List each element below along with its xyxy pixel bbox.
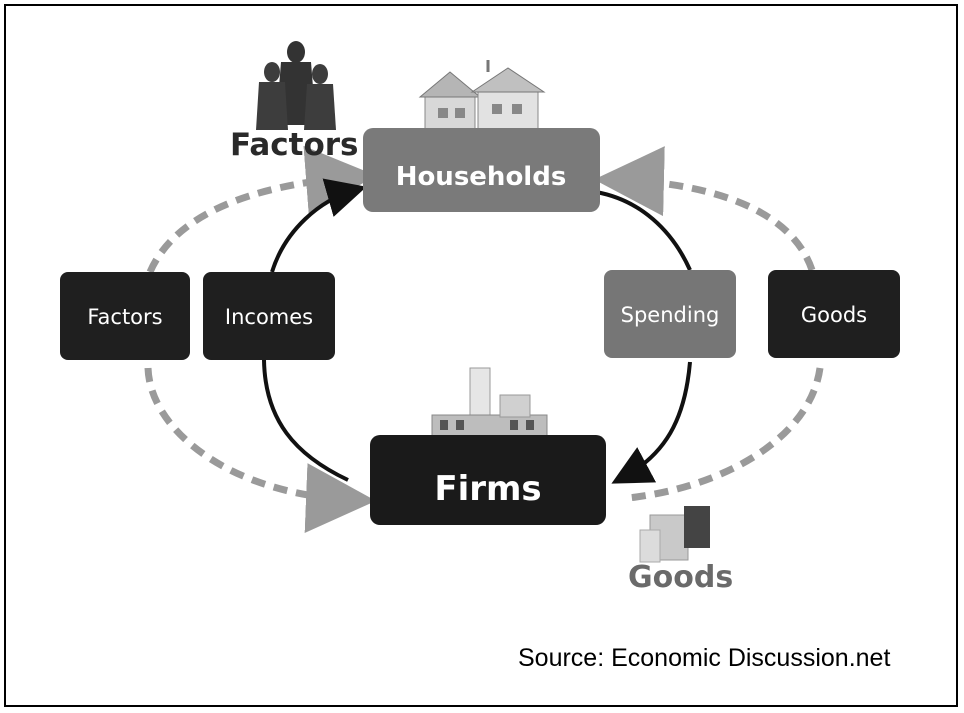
factors-node xyxy=(60,272,190,360)
source-caption: Source: Economic Discussion.net xyxy=(518,644,891,672)
incomes-node xyxy=(203,272,335,360)
goods-icon xyxy=(639,506,710,563)
houses-icon xyxy=(418,60,546,136)
goods-icon-word: Goods xyxy=(628,560,733,595)
goods-node xyxy=(768,270,900,358)
households-label: Households xyxy=(396,162,567,192)
solid-arrow-spending-to-firms xyxy=(611,361,692,484)
spending-node xyxy=(604,270,736,358)
firms-label: Firms xyxy=(434,469,541,509)
solid-arrow-incomes-to-households xyxy=(270,178,367,273)
factors-icon-word: Factors xyxy=(230,127,359,163)
dashed-arrow-goods-to-households xyxy=(594,146,816,272)
people-icon xyxy=(256,41,336,130)
solid-arrow-firms-to-incomes xyxy=(262,359,349,482)
firms-node xyxy=(370,435,606,525)
spending-label: Spending xyxy=(621,303,720,327)
solid-arrow-households-to-spending xyxy=(595,190,692,271)
factors-label: Factors xyxy=(87,305,162,329)
dashed-arrow-factors-to-households xyxy=(146,145,376,274)
dashed-arrow-factors-to-firms xyxy=(144,367,376,533)
goods-label: Goods xyxy=(801,303,867,327)
factory-icon xyxy=(431,367,548,441)
households-node xyxy=(363,128,600,212)
incomes-label: Incomes xyxy=(225,305,313,329)
dashed-arrow-goods-from-firms xyxy=(627,367,824,502)
